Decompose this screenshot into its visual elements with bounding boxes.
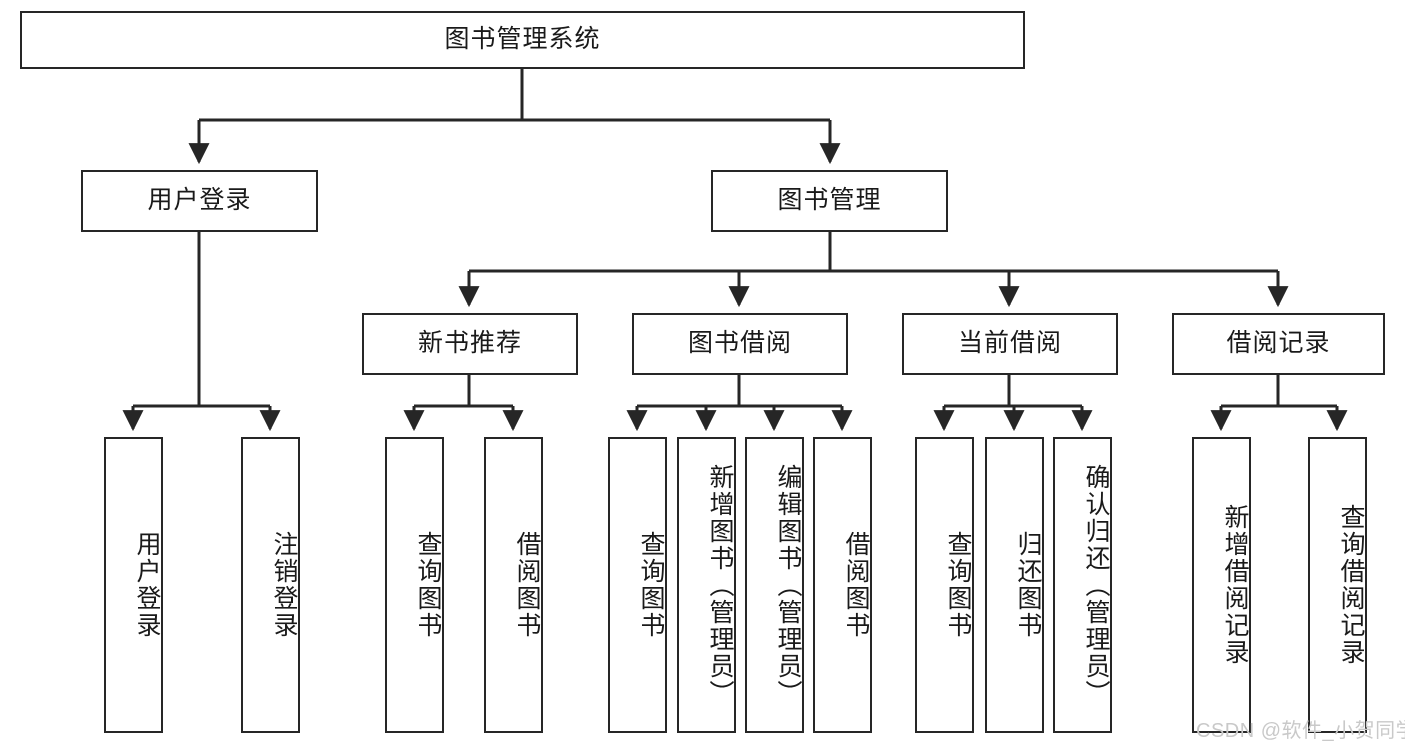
watermark: CSDN @软件_小贺同学 [1196, 720, 1405, 742]
leaf-logout[interactable]: 注销登录 [241, 437, 300, 733]
leaf-label: 新增图书（管理员） [706, 463, 734, 707]
leaf-user-login[interactable]: 用户登录 [104, 437, 163, 733]
leaf-borrow-book[interactable]: 借阅图书 [813, 437, 872, 733]
leaf-label: 归还图书 [1014, 531, 1042, 639]
leaf-query-borrow-record[interactable]: 查询借阅记录 [1308, 437, 1367, 733]
node-current-borrow[interactable]: 当前借阅 [902, 313, 1118, 375]
leaf-label: 编辑图书（管理员） [774, 463, 802, 707]
node-new-book-recommend[interactable]: 新书推荐 [362, 313, 578, 375]
leaf-label: 查询借阅记录 [1337, 504, 1365, 666]
leaf-query-book-current[interactable]: 查询图书 [915, 437, 974, 733]
leaf-label: 查询图书 [944, 531, 972, 639]
leaf-query-book-recommend[interactable]: 查询图书 [385, 437, 444, 733]
leaf-label: 借阅图书 [513, 531, 541, 639]
leaf-query-book-borrow[interactable]: 查询图书 [608, 437, 667, 733]
leaf-edit-book-admin[interactable]: 编辑图书（管理员） [745, 437, 804, 733]
leaf-label: 查询图书 [637, 531, 665, 639]
leaf-borrow-book-recommend[interactable]: 借阅图书 [484, 437, 543, 733]
leaf-return-book[interactable]: 归还图书 [985, 437, 1044, 733]
node-book-borrow[interactable]: 图书借阅 [632, 313, 848, 375]
leaf-label: 借阅图书 [842, 531, 870, 639]
node-root[interactable]: 图书管理系统 [20, 11, 1025, 69]
leaf-label: 新增借阅记录 [1221, 504, 1249, 666]
leaf-label: 查询图书 [414, 531, 442, 639]
leaf-label: 注销登录 [270, 531, 298, 639]
node-user-login[interactable]: 用户登录 [81, 170, 318, 232]
node-book-management[interactable]: 图书管理 [711, 170, 948, 232]
node-borrow-record[interactable]: 借阅记录 [1172, 313, 1385, 375]
leaf-label: 用户登录 [133, 531, 161, 639]
leaf-label: 确认归还（管理员） [1082, 463, 1110, 707]
leaf-add-book-admin[interactable]: 新增图书（管理员） [677, 437, 736, 733]
leaf-add-borrow-record[interactable]: 新增借阅记录 [1192, 437, 1251, 733]
leaf-confirm-return-admin[interactable]: 确认归还（管理员） [1053, 437, 1112, 733]
